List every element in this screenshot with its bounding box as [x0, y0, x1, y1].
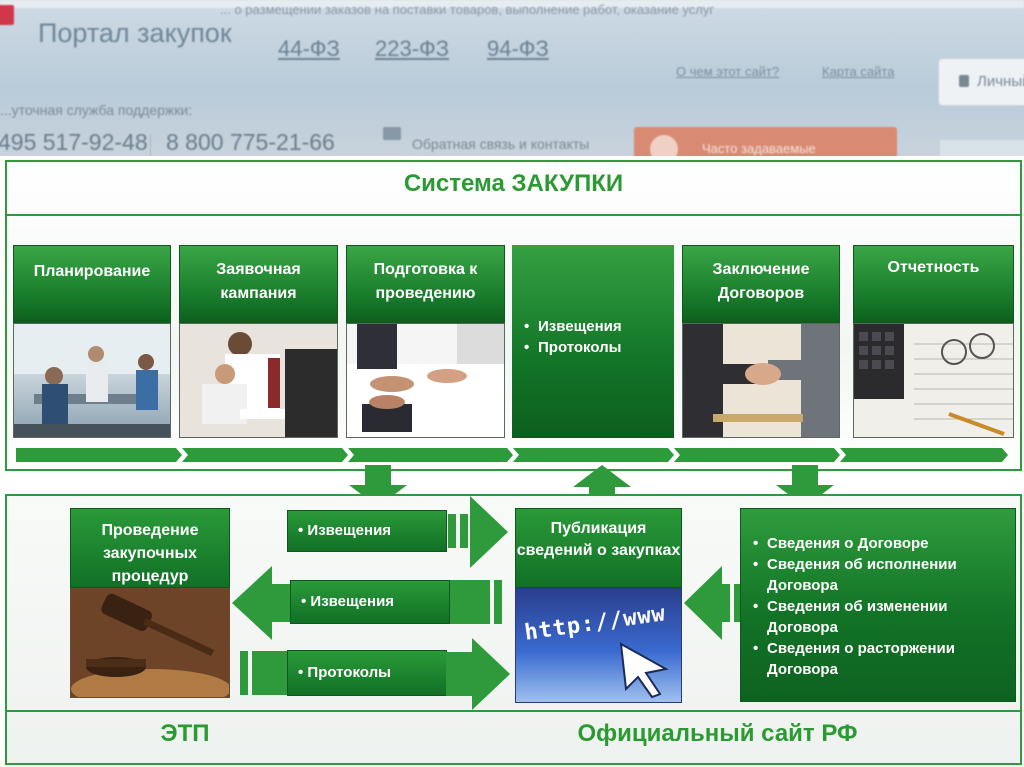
arrow-left-icon: [684, 566, 742, 640]
process-arrow-strip: [16, 448, 1008, 462]
list-item: Извещения: [520, 316, 622, 337]
flow-label: Протоколы: [307, 664, 391, 681]
contract-info-box: Сведения о Договоре Сведения об исполнен…: [740, 508, 1016, 702]
stage-preparation: Подготовка к проведению: [346, 245, 505, 438]
flow-label: Извещения: [307, 522, 392, 539]
list-item: Сведения об изменении Договора: [749, 596, 1007, 638]
stage-label: Отчетность: [853, 245, 1014, 323]
arrow-left-icon: [232, 566, 294, 640]
login-button[interactable]: Личный: [938, 58, 1024, 106]
arrow-right-icon: [446, 638, 510, 710]
down-arrow-etp-icon: [349, 465, 407, 507]
http-www-screen: http://www: [515, 588, 682, 703]
stage-label: Заявочная кампания: [179, 245, 338, 323]
discussion-photo: [346, 323, 505, 438]
handshake-photo: [682, 323, 840, 438]
header-top-line: [0, 0, 1024, 8]
list-item: Сведения о Договоре: [749, 533, 1007, 554]
office-photo: [179, 323, 338, 438]
phone-divider: [150, 134, 151, 158]
list-item: Сведения о расторжении Договора: [749, 638, 1007, 680]
footer-divider: [5, 710, 1022, 712]
flow-notices-left: • Извещения: [290, 580, 450, 624]
official-site-label: Официальный сайт РФ: [577, 720, 858, 747]
flow-protocols-right: • Протоколы: [287, 650, 447, 696]
calculator-photo: [853, 323, 1014, 438]
title-divider: [5, 214, 1022, 216]
question-icon: [650, 135, 678, 160]
faq-label: Часто задаваемые: [702, 141, 816, 156]
portal-header: ... о размещении заказов на поставки тов…: [0, 0, 1024, 160]
portal-title[interactable]: Портал закупок: [38, 18, 232, 48]
login-label: Личный: [977, 73, 1024, 90]
cursor-icon: [619, 642, 669, 699]
feedback-link[interactable]: Обратная связь и контакты: [412, 136, 590, 152]
law-link-44[interactable]: 44-ФЗ: [278, 36, 340, 61]
arrow-right-icon: [448, 496, 508, 568]
stage-planning: Планирование: [13, 245, 171, 438]
down-arrow-contracts-icon: [776, 465, 834, 507]
flow-notices-right: • Извещения: [287, 510, 447, 552]
lock-icon: [959, 75, 969, 87]
support-label: ...уточная служба поддержки:: [0, 102, 193, 118]
procurement-diagram: Система ЗАКУПКИ Планирование Заявочная к…: [0, 156, 1024, 767]
faq-button[interactable]: Часто задаваемые: [634, 127, 897, 160]
etp-procedures-label: Проведение закупочных процедур: [101, 522, 199, 585]
arrow-tail-icon: [240, 651, 288, 695]
mail-icon: [383, 127, 401, 140]
meeting-photo: [13, 323, 171, 438]
stage-notices-protocols: Извещения Протоколы: [512, 245, 674, 438]
publication-label: Публикация сведений о закупках: [516, 520, 681, 559]
support-phone-1: 495 517-92-48: [0, 129, 148, 155]
etp-procedures-box: Проведение закупочных процедур: [70, 508, 230, 588]
arrow-tail-icon: [450, 580, 502, 624]
header-note: ... о размещении заказов на поставки тов…: [220, 2, 715, 17]
logo-icon: [0, 5, 14, 25]
contract-info-list: Сведения о Договоре Сведения об исполнен…: [749, 533, 1007, 680]
law-link-94[interactable]: 94-ФЗ: [487, 36, 549, 61]
law-link-223[interactable]: 223-ФЗ: [375, 36, 450, 61]
stage-label: Планирование: [13, 245, 171, 323]
up-arrow-site-icon: [573, 465, 631, 507]
etp-label: ЭТП: [160, 720, 210, 747]
notices-block: Извещения Протоколы: [512, 245, 674, 438]
list-item: Протоколы: [520, 337, 622, 358]
gavel-photo: [70, 588, 230, 698]
list-item: Сведения об исполнении Договора: [749, 554, 1007, 596]
stage-contracts: Заключение Договоров: [682, 245, 840, 438]
support-phone-2: 8 800 775-21-66: [166, 129, 335, 155]
stage-reporting: Отчетность: [853, 245, 1014, 438]
diagram-title: Система ЗАКУПКИ: [403, 170, 624, 197]
flow-label: Извещения: [310, 593, 395, 610]
sitemap-link[interactable]: Карта сайта: [822, 64, 895, 79]
header-right-box: [940, 140, 1024, 160]
notices-list: Извещения Протоколы: [520, 316, 622, 358]
stage-application-campaign: Заявочная кампания: [179, 245, 338, 438]
publication-box: Публикация сведений о закупках: [515, 508, 682, 588]
about-link[interactable]: О чем этот сайт?: [676, 64, 780, 79]
stage-label: Подготовка к проведению: [346, 245, 505, 323]
stage-label: Заключение Договоров: [682, 245, 840, 323]
